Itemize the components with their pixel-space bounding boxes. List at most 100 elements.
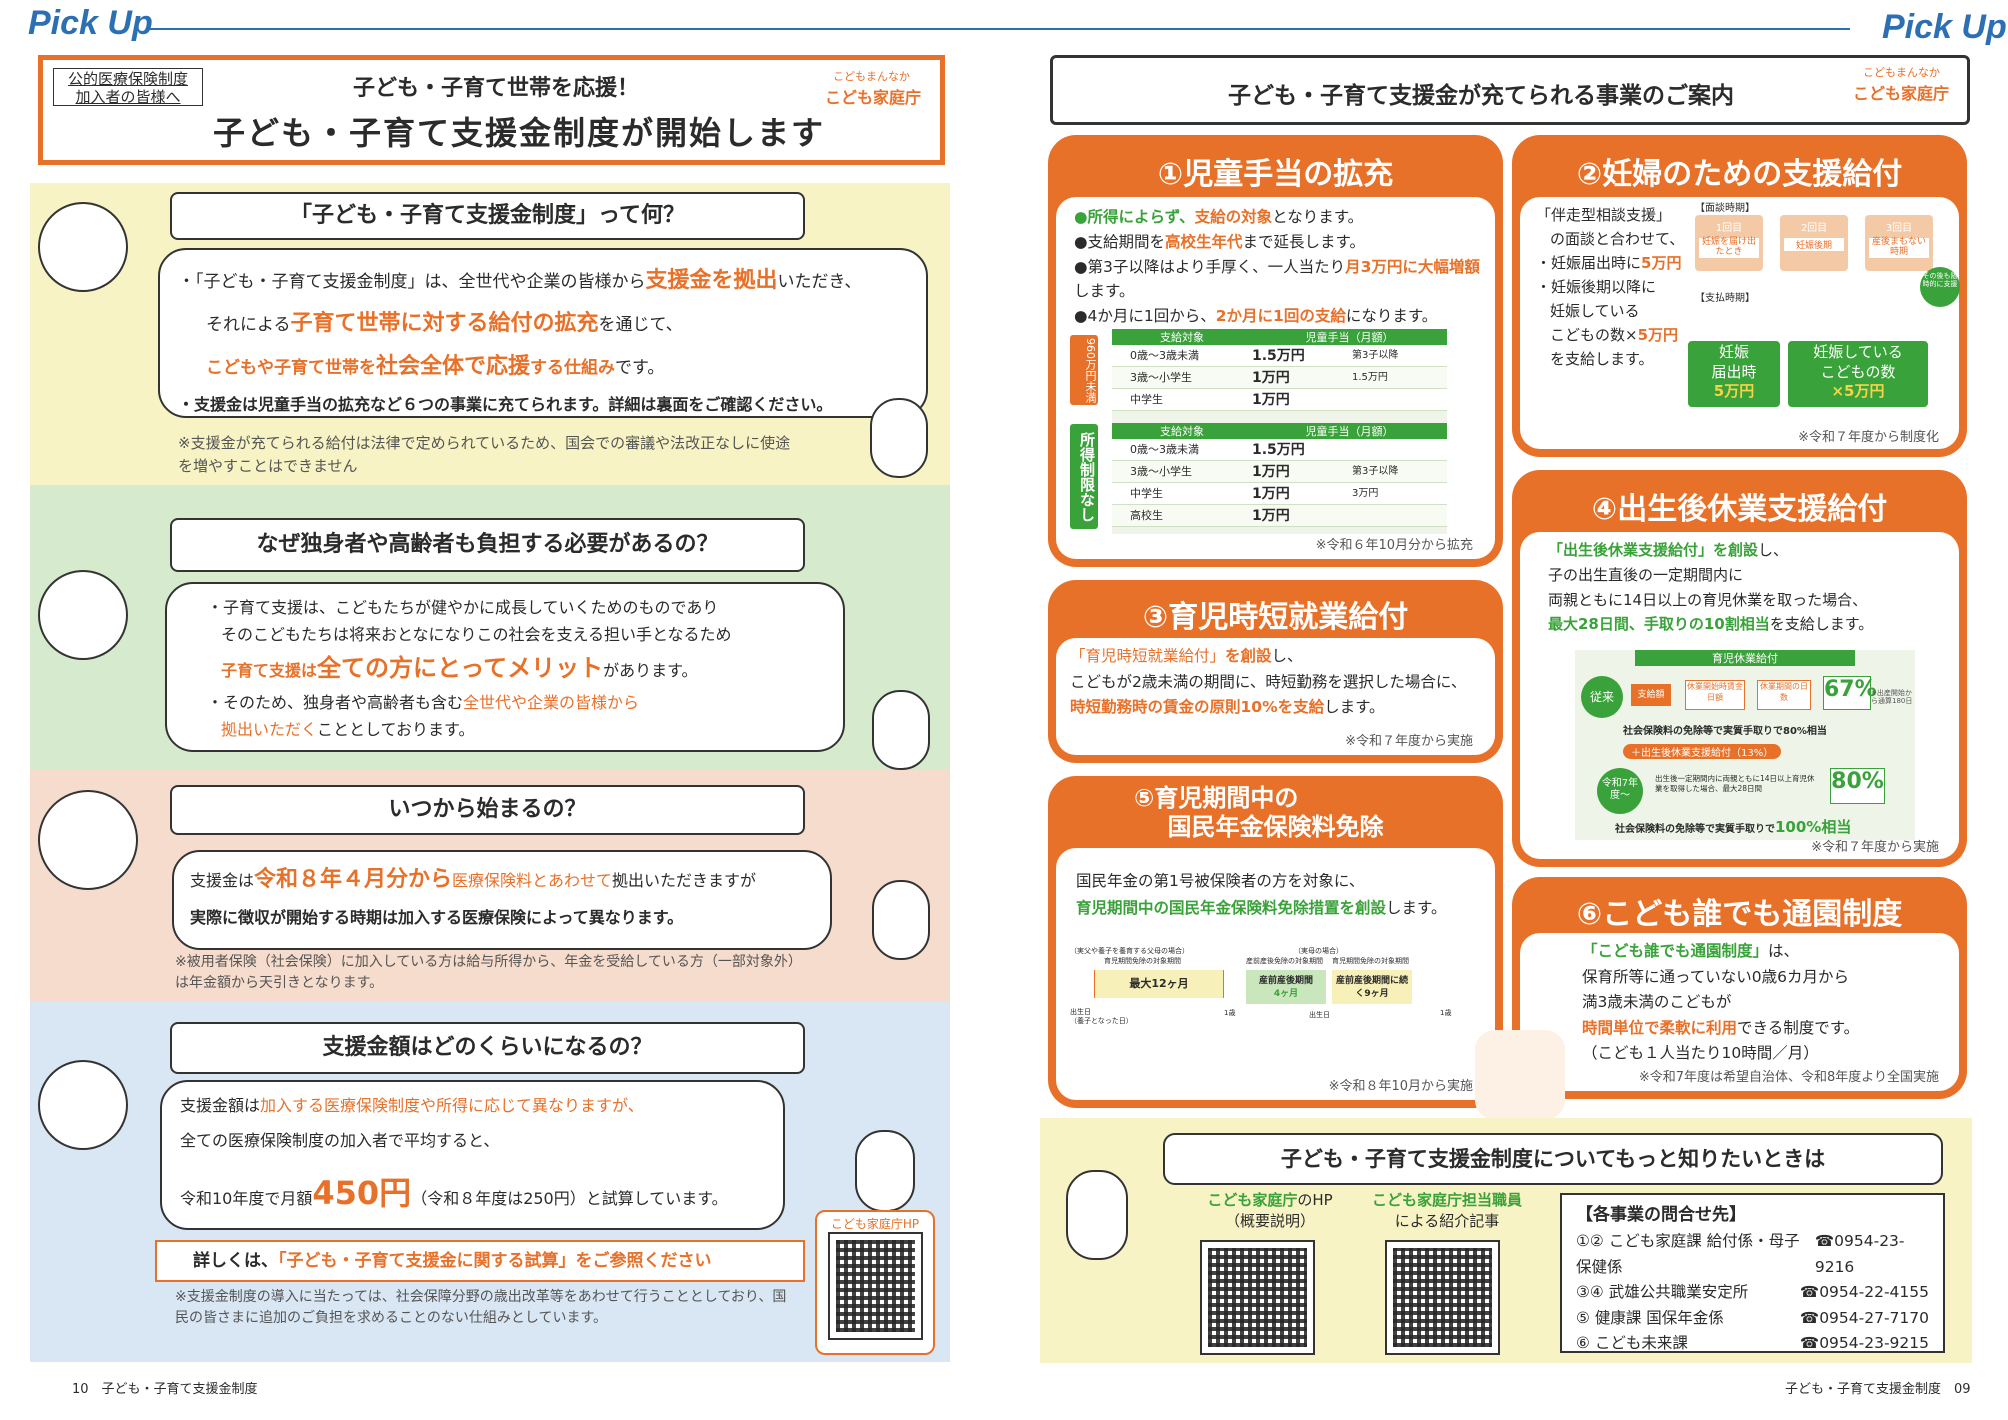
payment-label: 【支払時期】 [1695,293,1755,304]
q1-l2c: を通じて、 [598,314,683,335]
q1-l2a: それによる [206,314,291,335]
staff-avatar-3 [872,880,930,960]
father-sub: 育児期間免除の対象期間 [1104,957,1181,965]
faq-answer-3: 支援金は令和８年４月分から医療保険料とあわせて拠出いただきますが 実際に徴収が開… [172,850,832,950]
q1-line-1: ・「子ども・子育て支援金制度」は、全世代や企業の皆様から支援金を拠出いただき、 [178,260,908,303]
q1-l3c: する仕組み [530,357,616,378]
q2-l3c: があります。 [603,661,698,681]
q2-l3a: 子育て支援は [221,661,318,681]
right-title: 子ども・子育て支援金が充てられる事業のご案内 [1228,83,1734,109]
c3-t1a: 「育児時短就業給付」 [1070,647,1226,665]
q4-line-1: 支援金額は加入する医療保険制度や所得に応じて異なりますが、 [180,1088,765,1123]
payment-2: 妊娠しているこどもの数×5万円 [1788,341,1928,407]
detail-banner[interactable]: 詳しくは、「子ども・子育て支援金に関する試算」をご参照ください [155,1240,805,1282]
c1-b1a: ●所得によらず、 [1074,208,1195,226]
q1-note: ※支援金が充てられる給付は法律で定められているため、国会での審議や法改正なしに使… [178,434,791,475]
left-title: 子ども・子育て支援金制度が開始します [213,114,826,152]
c1-b2c: まで延長します。 [1242,232,1365,251]
allowance-amount: 1万円 [1252,392,1290,408]
g2b: こどもの数 [1820,362,1896,381]
birth-label-2: 出生日 [1309,1011,1330,1019]
card4-text: 「出生後休業支援給付」を創設し、 子の出生直後の一定期間内に 両親ともに14日以… [1548,538,1873,637]
father-bar: 最大12ヶ月 [1094,970,1224,998]
c6-t1a: 「こども誰でも通園制度」 [1582,942,1769,960]
faq-answer-2: ・子育て支援は、こどもたちが健やかに成長していくためのものであり そのこどもたち… [165,582,845,752]
mother-sub1: 産前産後免除の対象期間 [1246,957,1323,965]
q2-line-1: ・子育て支援は、こどもたちが健やかに成長していくためのものであり [207,598,719,617]
qr-code-note[interactable] [1385,1240,1500,1355]
q4-l3b: 450円 [312,1174,412,1213]
person-avatar [38,1060,128,1150]
s3-label: 3回目 [1885,223,1913,234]
c2-t6b: 5万円 [1637,326,1679,344]
c4-t3: 両親ともに14日以上の育児休業を取った場合、 [1548,590,1868,609]
contact-dept: ⑤ 健康課 国保年金係 [1576,1308,1724,1327]
left-title-box: 公的医療保険制度 加入者の皆様へ 子ども・子育て世帯を応援！ 子ども・子育て支援… [38,55,945,165]
g2a: 妊娠している [1813,343,1903,361]
card3-title: ③育児時短就業給付 [1142,600,1409,635]
allowance-third: 3万円 [1352,488,1379,499]
header-rule [150,28,1850,30]
contact-phone: ☎0954-23-9216 [1814,1232,1905,1276]
contact-dept: ③④ 武雄公共職業安定所 [1576,1283,1749,1302]
c2-t4: ・妊娠後期以降に [1536,278,1657,296]
c5-t1: 国民年金の第1号被保険者の方を対象に、 [1076,872,1365,890]
allowance-age: 3歳〜小学生 [1130,465,1192,478]
q4-line-3: 令和10年度で月額450円（令和８年度は250円）と試算しています。 [180,1158,765,1228]
c6-t5: （こども１人当たり10時間／月） [1582,1044,1819,1063]
allowance-third [1352,505,1447,526]
interview-label: 【面談時期】 [1695,203,1755,214]
pct-67: 67% [1823,676,1877,710]
card5-note: ※令和８年10月から実施 [1328,1079,1473,1094]
s1-desc: 妊娠を届け出たとき [1699,237,1759,258]
card2-text: 「伴走型相談支援」 の面談と合わせて、 ・妊娠届出時に5万円 ・妊娠後期以降に … [1536,203,1684,371]
agency-logo: こども家庭庁 [825,88,922,107]
allowance-third [1352,389,1447,410]
card3-text: 「育児時短就業給付」を創設し、 こどもが2歳未満の期間に、時短勤務を選択した場合… [1070,644,1466,721]
c6-t1b: は、 [1768,942,1800,960]
card5-title: ⑤育児期間中の国民年金保険料免除 [1054,784,1497,842]
c6-t4b: できる制度です。 [1737,1018,1860,1037]
staff-b: による紹介記事 [1394,1212,1500,1230]
c6-t4a: 時間単位で柔軟に利用 [1582,1018,1738,1037]
allowance-age: 高校生 [1130,509,1163,522]
r2a: 社会保険料の免除等で実質手取りで [1615,824,1775,835]
card-postbirth-leave: ④出生後休業支援給付 「出生後休業支援給付」を創設し、 子の出生直後の一定期間内… [1512,470,1967,867]
pay-box: 支給額 [1631,684,1671,706]
result-100: 社会保険料の免除等で実質手取りで100%相当 [1615,816,1851,837]
leave-diagram: 育児休業給付 従来 支給額 休業開始時賃金日額 休業期間の日数 67% ※出産開… [1575,650,1915,840]
right-logo: こども家庭庁 [1853,84,1950,103]
allowance-amount: 1.5万円 [1252,348,1305,364]
c4-t4b: 手取りの10割相当 [1643,615,1770,634]
birth: 出生日 [1070,1008,1091,1016]
t2-col1: 支給対象 [1160,425,1204,438]
q1-l1a: ・「子ども・子育て支援金制度」は、全世代や企業の皆様から [178,272,646,292]
c1-b2a: ●支給期間を [1074,232,1166,251]
q4-l3c: （令和８年度は250円）と試算しています。 [411,1189,728,1209]
allowance-amount: 1.5万円 [1252,442,1305,458]
father-label: （実父や養子を養育する父母の場合） [1070,947,1189,955]
q1-l2b: 子育て世帯に対する給付の拡充 [290,310,599,336]
q3-l1a: 支援金は [190,871,255,890]
man-avatar [38,790,138,890]
contact-phone: ☎0954-23-9215 [1799,1334,1929,1353]
c4-t4c: を支給します。 [1769,615,1874,634]
contact-dept: ⑥ こども未来課 [1576,1334,1688,1353]
qr-code-hp[interactable] [1200,1240,1315,1355]
qr-code-left[interactable] [828,1232,923,1340]
mother-label: （実母の場合） [1294,947,1343,955]
q1-l3b: 社会全体で応援 [376,353,531,379]
c5-t2a: 育児期間中の国民年金保険料免除措置を創設 [1076,899,1387,918]
pickup-logo-left: Pick Up [28,4,153,42]
t2-col2: 児童手当（月額） [1305,425,1394,438]
mb: 産前産後期間 [1258,976,1313,986]
more-info-title: 子ども・子育て支援金制度についてもっと知りたいときは [1163,1133,1943,1185]
allowance-third: 第3子以降 [1352,350,1399,361]
